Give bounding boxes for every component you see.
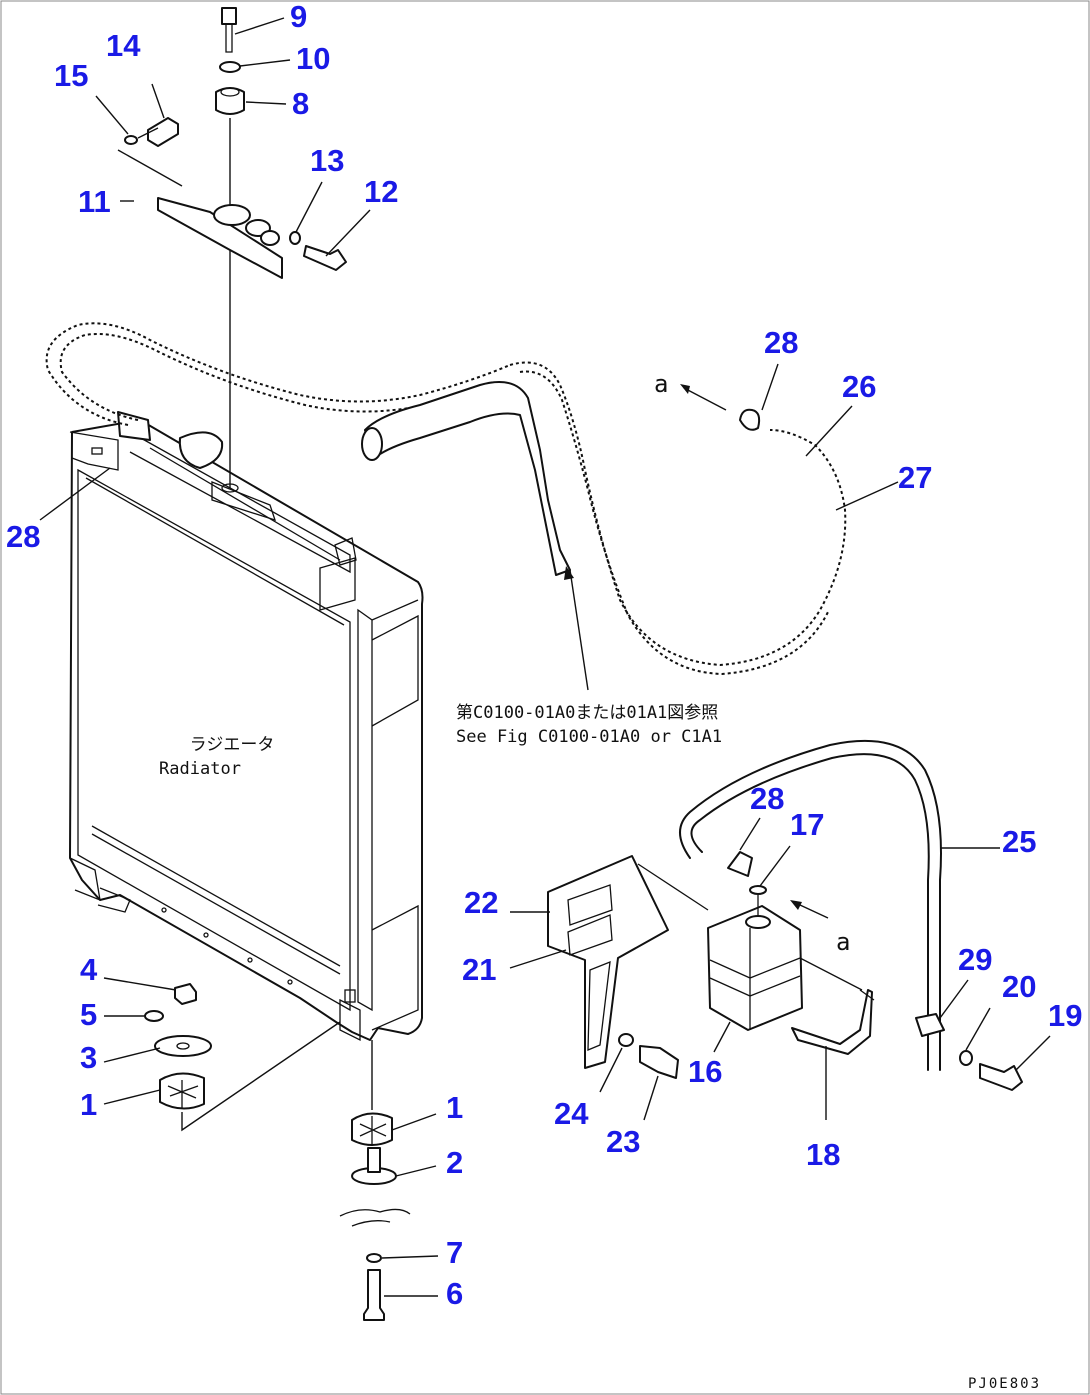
part-label-22: 22 xyxy=(464,885,498,920)
note-jp: 第C0100-01A0または01A1図参照 xyxy=(456,703,718,723)
reserve-tank-assembly xyxy=(547,739,1023,1091)
part-label-18: 18 xyxy=(806,1137,840,1172)
part-label-16: 16 xyxy=(688,1054,722,1089)
part-label-26: 26 xyxy=(842,369,876,404)
part-label-15: 15 xyxy=(54,58,88,93)
top-mount-hardware xyxy=(117,7,347,488)
part-label-13: 13 xyxy=(310,143,344,178)
part-label-2: 2 xyxy=(446,1145,463,1180)
part-label-1-right: 1 xyxy=(446,1090,463,1125)
bottom-mount-hardware xyxy=(144,983,411,1321)
part-label-21: 21 xyxy=(462,952,496,987)
part-label-6: 6 xyxy=(446,1276,463,1311)
part-label-4: 4 xyxy=(80,952,98,987)
radiator-label-jp: ラジエータ xyxy=(190,735,275,755)
clip-28-top-right xyxy=(680,384,761,431)
part-label-9: 9 xyxy=(290,0,307,34)
part-label-25: 25 xyxy=(1002,824,1036,859)
part-label-28-top: 28 xyxy=(764,325,798,360)
part-label-3: 3 xyxy=(80,1040,97,1075)
drawing-code: PJ0E803 xyxy=(968,1376,1041,1392)
part-label-24: 24 xyxy=(554,1096,589,1131)
part-labels: 9 10 8 14 15 13 12 11 28 26 27 28 28 17 … xyxy=(6,0,1082,1311)
ref-mark-bottom: a xyxy=(836,928,850,956)
part-label-23: 23 xyxy=(606,1124,640,1159)
part-label-12: 12 xyxy=(364,174,398,209)
radiator-drawing xyxy=(69,411,424,1042)
part-label-28-hose: 28 xyxy=(750,781,784,816)
part-label-1-left: 1 xyxy=(80,1087,97,1122)
ref-mark-top: a xyxy=(654,370,668,398)
part-label-8: 8 xyxy=(292,86,309,121)
part-label-28-radiator: 28 xyxy=(6,519,40,554)
part-label-7: 7 xyxy=(446,1235,463,1270)
part-label-20: 20 xyxy=(1002,969,1036,1004)
part-label-5: 5 xyxy=(80,997,97,1032)
part-label-14: 14 xyxy=(106,28,141,63)
upper-hose xyxy=(45,322,847,691)
part-label-17: 17 xyxy=(790,807,824,842)
part-label-19: 19 xyxy=(1048,998,1082,1033)
leader-lines xyxy=(39,17,1051,1297)
part-label-29: 29 xyxy=(958,942,992,977)
note-en: See Fig C0100-01A0 or C1A1 xyxy=(456,727,722,747)
part-label-10: 10 xyxy=(296,41,330,76)
part-label-11: 11 xyxy=(78,184,111,219)
part-label-27: 27 xyxy=(898,460,932,495)
radiator-label-en: Radiator xyxy=(159,759,241,779)
